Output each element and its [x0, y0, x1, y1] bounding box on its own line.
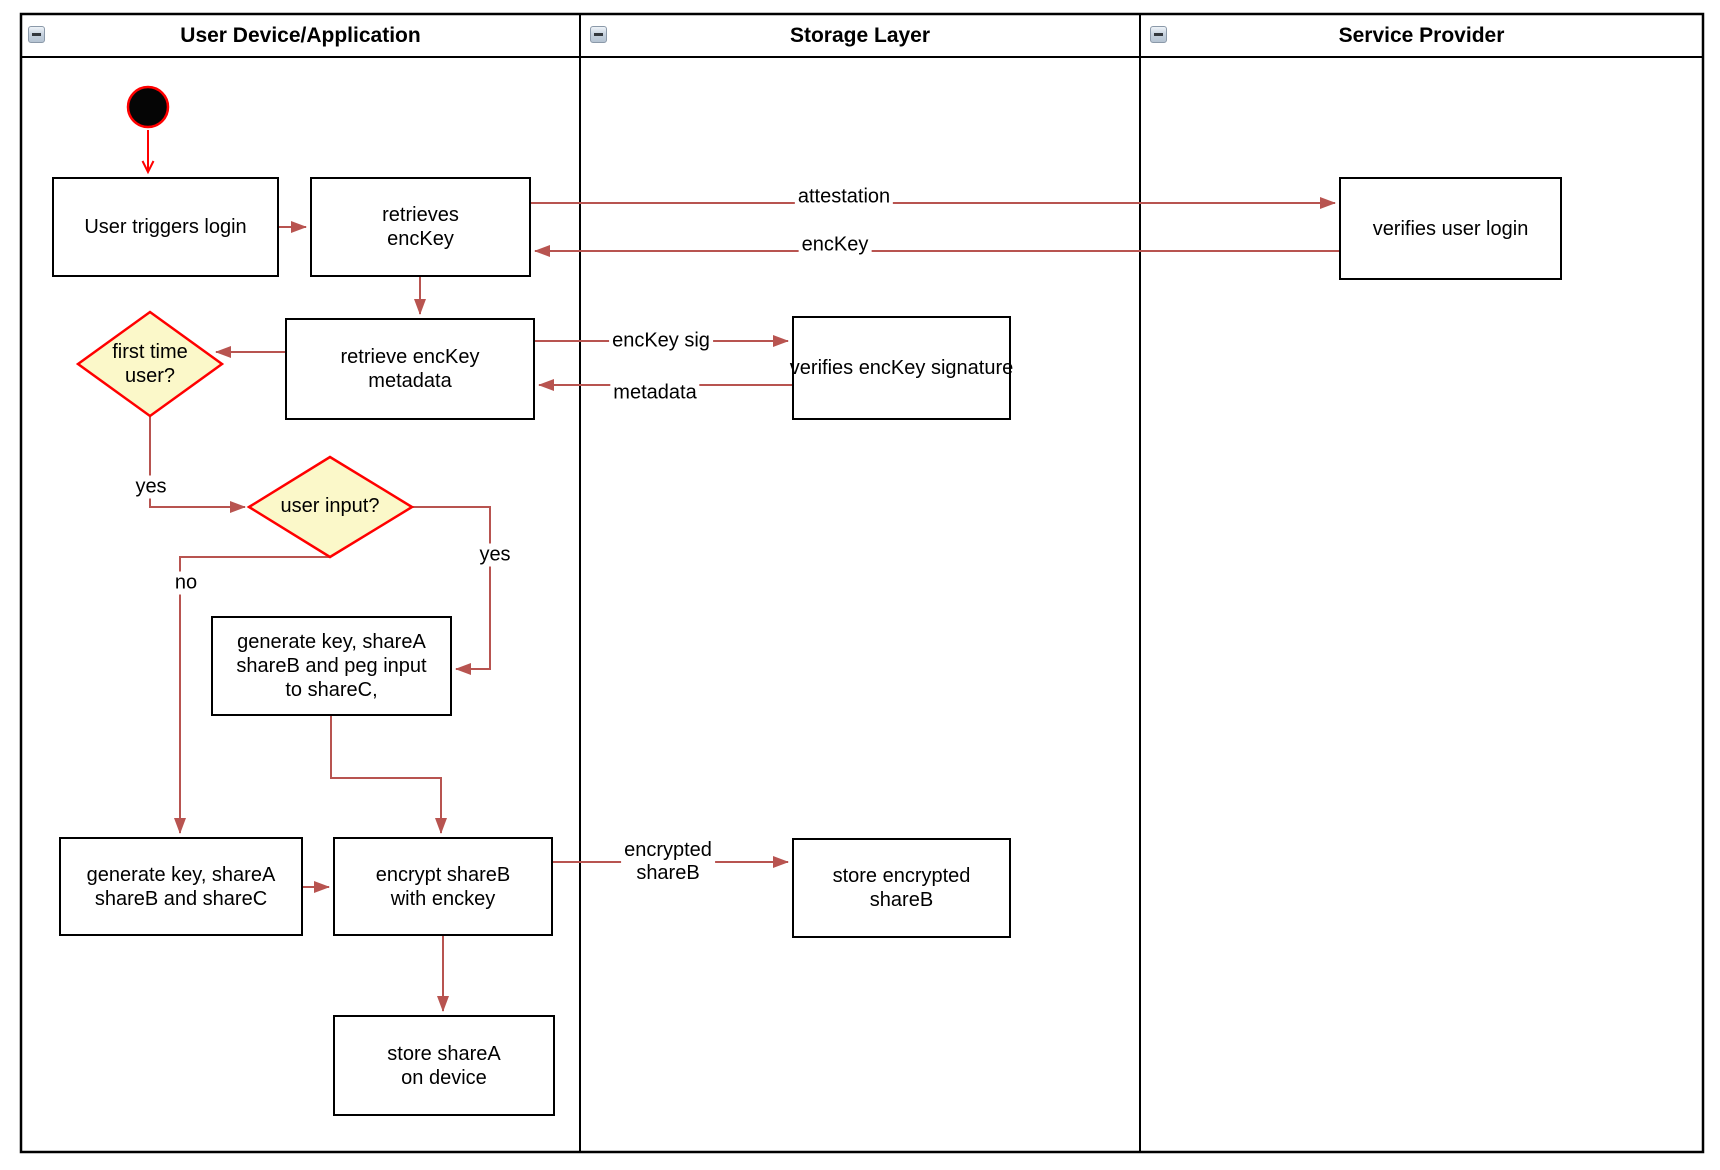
node-label: retrieves encKey: [382, 204, 459, 250]
node-encrypt-shareb[interactable]: encrypt shareB with enckey: [333, 837, 553, 936]
node-label: encrypt shareB with enckey: [375, 863, 511, 910]
collapse-lane-button[interactable]: [28, 26, 45, 43]
lane-header-service-provider: Service Provider: [1338, 24, 1505, 47]
lane-header-user-device: User Device/Application: [180, 24, 421, 47]
node-store-sharea-on-device[interactable]: store shareA on device: [333, 1015, 555, 1116]
node-label: retrieve encKey metadata: [340, 346, 480, 392]
node-verifies-enckey-signature[interactable]: verifies encKey signature: [789, 316, 1014, 420]
node-label: store encrypted shareB: [832, 865, 971, 911]
collapse-lane-button[interactable]: [1150, 26, 1167, 43]
decision-label-first-time-user: first time user?: [112, 341, 188, 387]
edge-label-yes-first: yes: [132, 475, 170, 499]
decision-label-user-input: user input?: [280, 495, 380, 517]
start-node[interactable]: [126, 85, 170, 129]
edge-label-yes-input: yes: [476, 543, 514, 567]
node-user-triggers-login[interactable]: User triggers login: [52, 177, 279, 277]
decision-first-time-user[interactable]: [75, 310, 225, 418]
edge-no-userinput[interactable]: [174, 556, 330, 834]
edge-yes-firsttime[interactable]: [149, 416, 246, 513]
node-label: generate key, shareA shareB and shareC: [86, 863, 276, 910]
minus-icon: [32, 33, 41, 36]
node-generate-key-peg-input[interactable]: generate key, shareA shareB and peg inpu…: [211, 616, 452, 716]
node-generate-key-abc[interactable]: generate key, shareA shareB and shareC: [59, 837, 303, 936]
edge-label-metadata: metadata: [610, 381, 700, 405]
node-retrieves-enckey[interactable]: retrieves encKey: [310, 177, 531, 277]
node-label: verifies user login: [1372, 217, 1529, 240]
node-retrieve-enckey-metadata[interactable]: retrieve encKey metadata: [285, 318, 535, 420]
edge-label-enckey: encKey: [798, 233, 872, 257]
swimlane-frame: [19, 12, 1705, 1154]
edge-yes-userinput[interactable]: [412, 506, 491, 675]
node-label: generate key, shareA shareB and peg inpu…: [236, 631, 427, 701]
collapse-lane-button[interactable]: [590, 26, 607, 43]
node-label: verifies encKey signature: [789, 357, 1014, 379]
node-label: store shareA on device: [387, 1042, 501, 1089]
minus-icon: [1154, 33, 1163, 36]
node-store-encrypted-shareb[interactable]: store encrypted shareB: [792, 838, 1011, 938]
edge-peg-to-encrypt[interactable]: [330, 716, 447, 834]
node-label: User triggers login: [84, 216, 247, 238]
edge-label-no-input: no: [171, 571, 201, 595]
edge-label-encrypted-shareb: encrypted shareB: [621, 839, 715, 885]
lane-header-storage-layer: Storage Layer: [789, 24, 931, 47]
edge-label-enckey-sig: encKey sig: [609, 329, 713, 353]
edge-label-attestation: attestation: [794, 185, 894, 209]
node-verifies-user-login[interactable]: verifies user login: [1339, 177, 1562, 280]
decision-user-input[interactable]: [246, 455, 415, 559]
minus-icon: [594, 33, 603, 36]
